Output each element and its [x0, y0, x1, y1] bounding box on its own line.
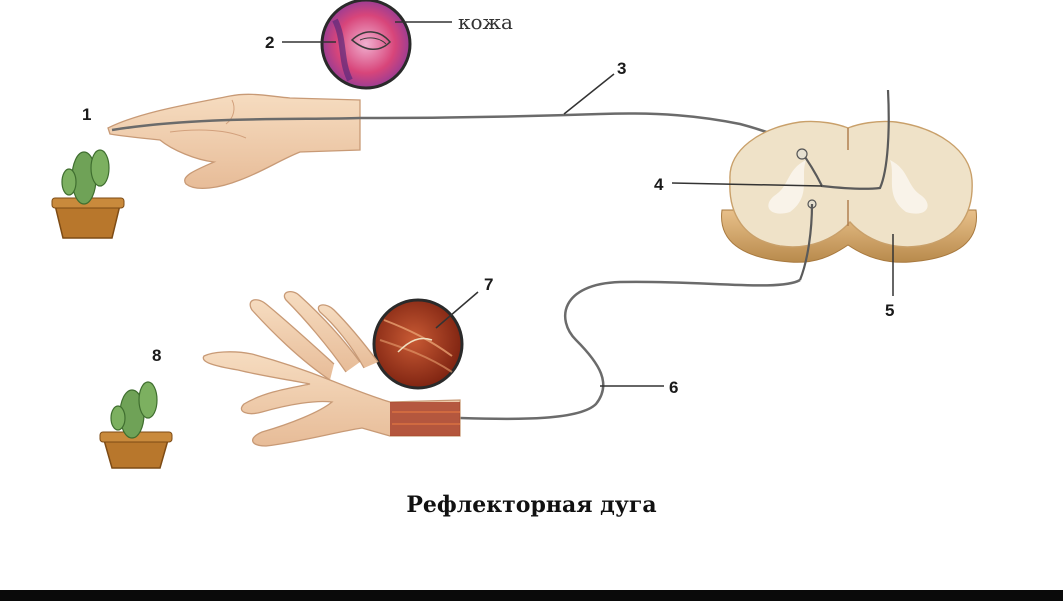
cactus-top [51, 149, 125, 239]
diagram-caption: Рефлекторная дуга [406, 492, 657, 518]
sensory-nerve [111, 112, 801, 151]
label-3: 3 [617, 59, 627, 78]
spinal-cord-section [721, 120, 977, 263]
label-7-line [435, 291, 479, 329]
label-6: 6 [669, 378, 679, 397]
label-1: 1 [82, 105, 92, 124]
label-2: 2 [265, 33, 275, 52]
cactus-bottom [99, 381, 173, 469]
motor-nerve [459, 278, 801, 421]
muscle-magnifier [372, 298, 464, 390]
sensory-neuron-body [796, 148, 808, 160]
label-7: 7 [484, 275, 494, 294]
bottom-border [0, 590, 1063, 601]
label-5: 5 [885, 301, 895, 320]
hand-sensory [107, 93, 361, 190]
label-8: 8 [152, 346, 162, 365]
skin-magnifier [320, 0, 412, 90]
label-3-line [563, 73, 615, 115]
skin-label: кожа [458, 10, 513, 34]
hand-motor [202, 290, 461, 447]
label-4-line [671, 182, 823, 187]
interneuron-path [799, 89, 890, 190]
label-4: 4 [654, 175, 664, 194]
